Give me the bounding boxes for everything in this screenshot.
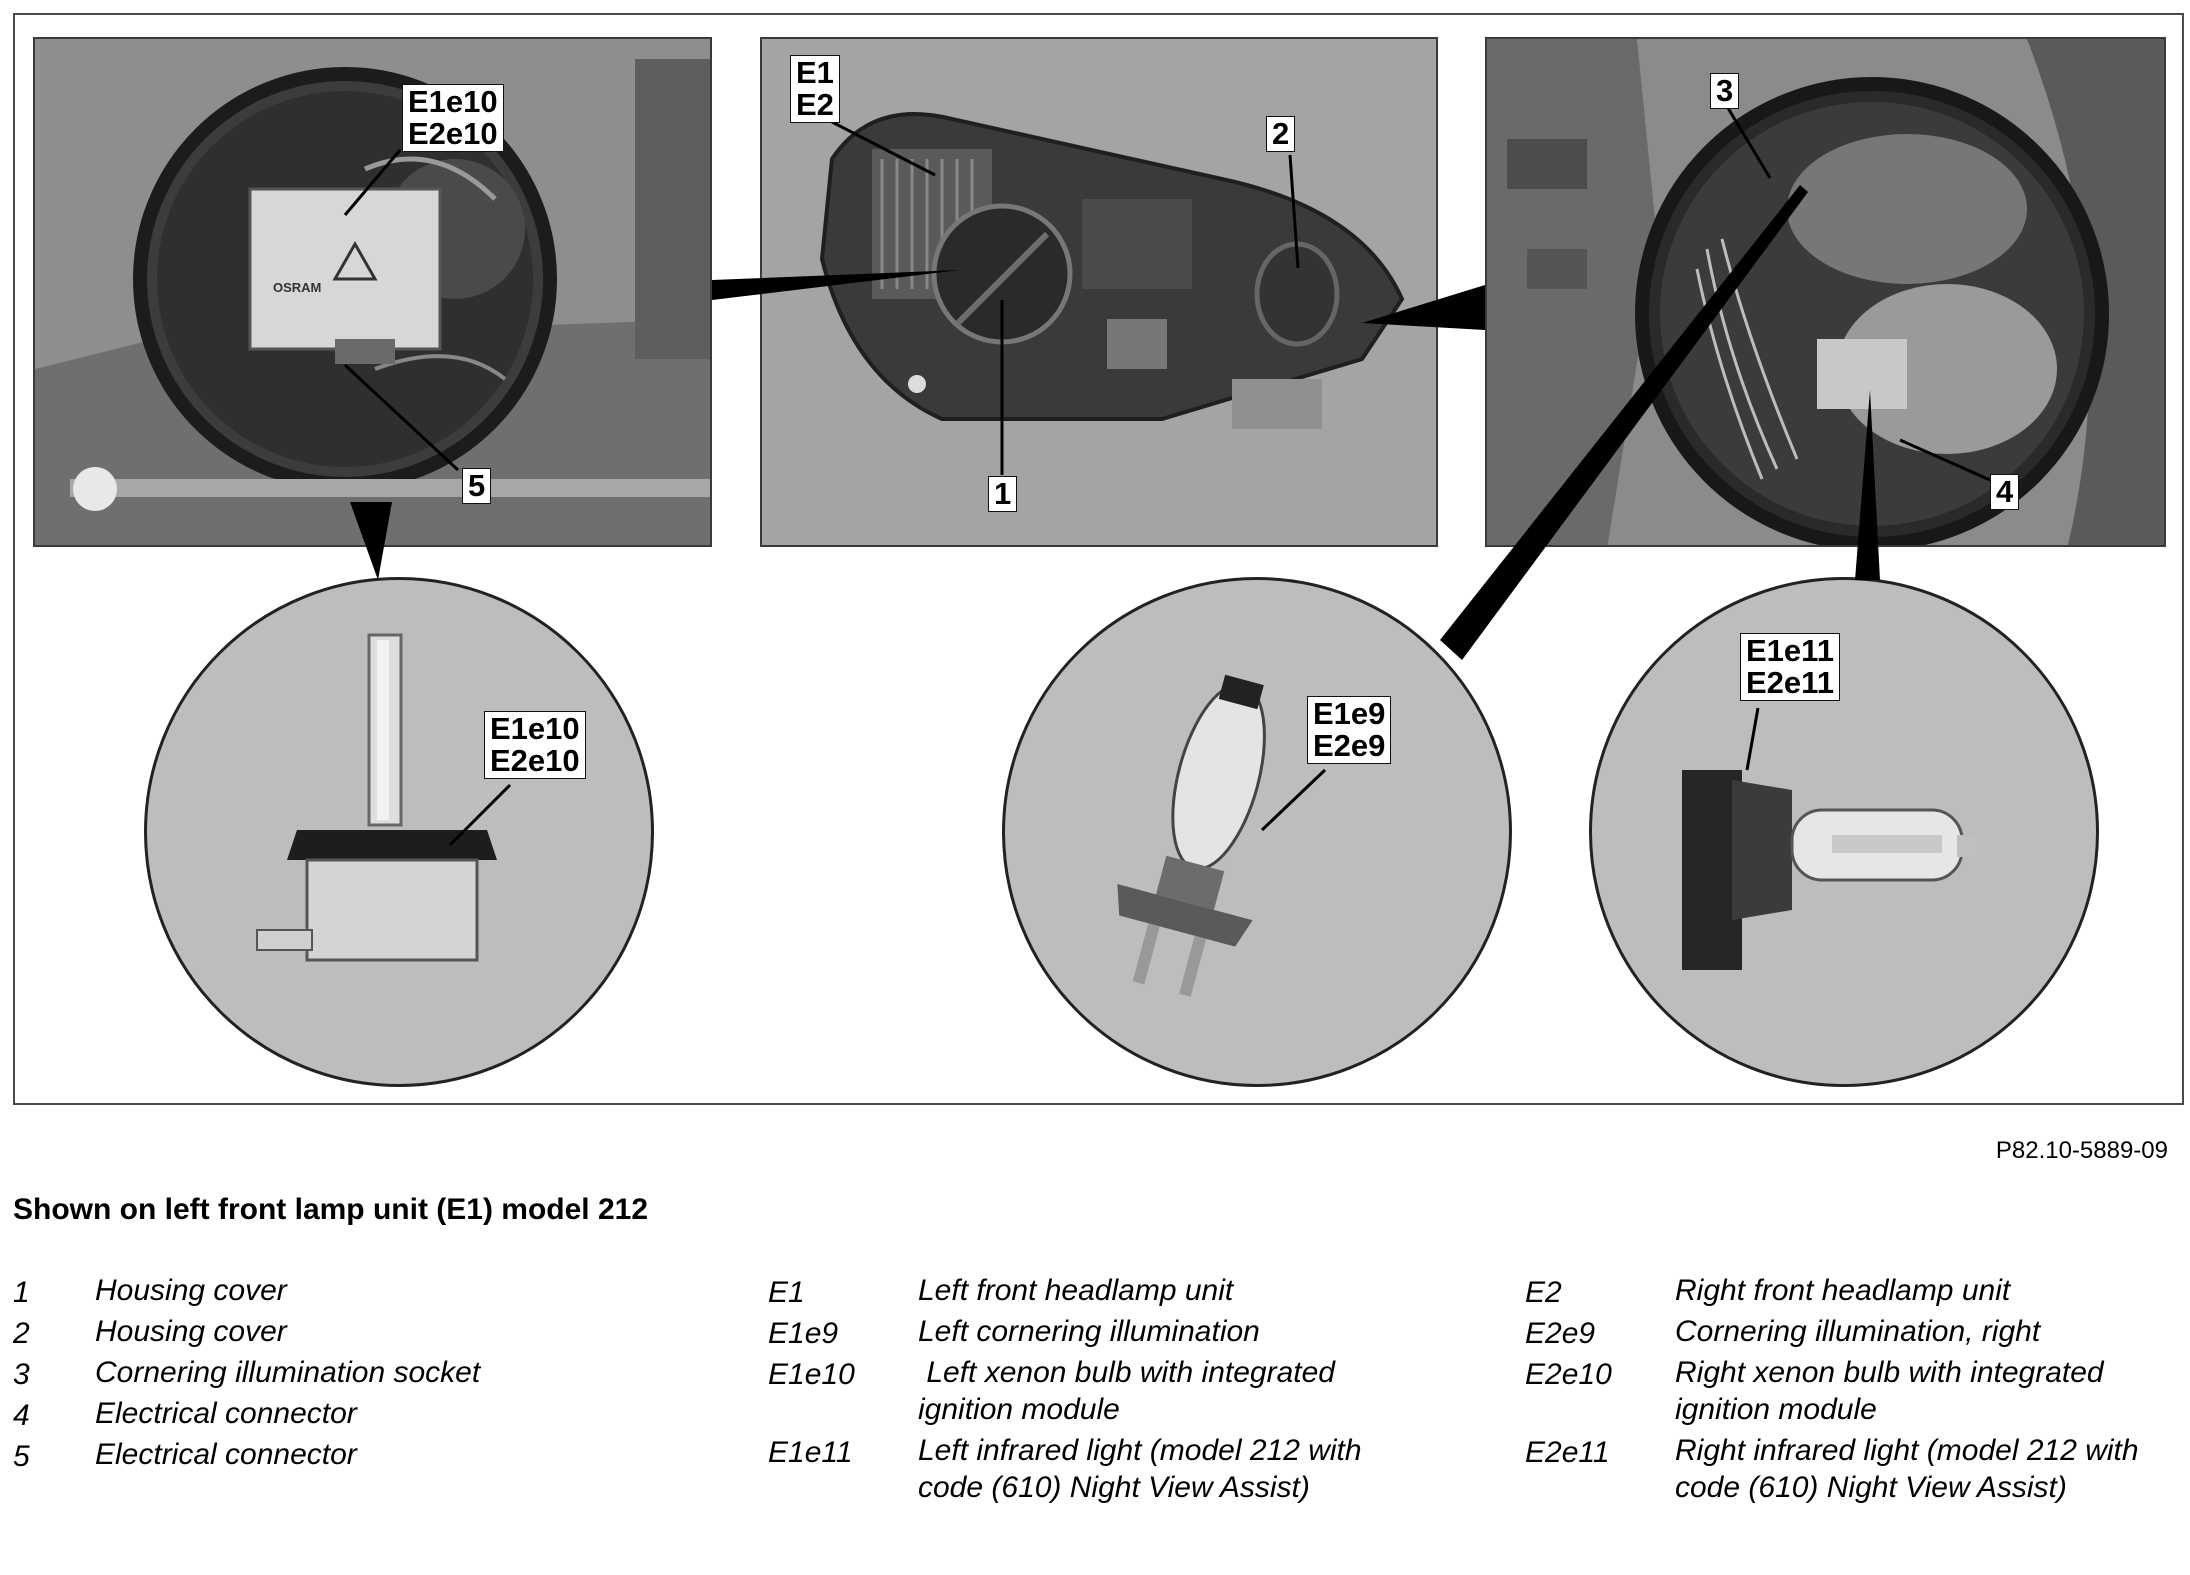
legend-key: 3 (13, 1358, 30, 1391)
legend-row: E2 Right front headlamp unit (1525, 1272, 2185, 1313)
legend-column-left-unit: E1 Left front headlamp unit E1e9 Left corn… (768, 1272, 1428, 1510)
callout-3: 3 (1710, 73, 1740, 109)
callout-4: 4 (1990, 474, 2020, 510)
detail-circle-cornering-bulb (1002, 577, 1512, 1087)
legend-key: E2e9 (1525, 1317, 1596, 1350)
legend-row: E1 Left front headlamp unit (768, 1272, 1428, 1313)
legend-text: Right infrared light (model 212 with cod… (1675, 1434, 2139, 1504)
legend-row: 3 Cornering illumination socket (13, 1354, 673, 1395)
legend-key: 5 (13, 1440, 30, 1473)
legend-key: E1e9 (768, 1317, 839, 1350)
legend-key: E2e10 (1525, 1358, 1612, 1391)
callout-e1e10-e2e10-circle: E1e10 E2e10 (484, 711, 586, 779)
legend-text: Electrical connector (95, 1438, 357, 1471)
callout-e1e10-e2e10-photo: E1e10 E2e10 (402, 84, 504, 152)
legend-text: Right xenon bulb with integrated ignitio… (1675, 1356, 2104, 1426)
legend-key: E1 (768, 1276, 805, 1309)
photo-center-headlamp (760, 37, 1438, 547)
legend-row: E1e10 Left xenon bulb with integrated ig… (768, 1354, 1428, 1432)
callout-2: 2 (1266, 116, 1296, 152)
legend-key: E2 (1525, 1276, 1562, 1309)
figure-reference: P82.10-5889-09 (1995, 1137, 2168, 1164)
photo-right-cornering-socket (1485, 37, 2166, 547)
legend-text: Right front headlamp unit (1675, 1274, 2011, 1307)
callout-5: 5 (462, 468, 492, 504)
legend-text: Left front headlamp unit (918, 1274, 1234, 1307)
legend-title: Shown on left front lamp unit (E1) model… (13, 1193, 649, 1226)
photo-left-xenon-housing: OSRAM (33, 37, 712, 547)
legend-row: E1e11 Left infrared light (model 212 with… (768, 1432, 1428, 1510)
legend-text: Cornering illumination socket (95, 1356, 481, 1389)
legend-row: 5 Electrical connector (13, 1436, 673, 1477)
legend-row: 4 Electrical connector (13, 1395, 673, 1436)
legend-text: Left cornering illumination (918, 1315, 1260, 1348)
legend-key: E1e10 (768, 1358, 855, 1391)
callout-e1-e2: E1 E2 (790, 55, 840, 123)
legend-text: Housing cover (95, 1274, 287, 1307)
legend-text: Cornering illumination, right (1675, 1315, 2041, 1348)
legend-row: E1e9 Left cornering illumination (768, 1313, 1428, 1354)
legend-key: E2e11 (1525, 1436, 1610, 1469)
legend-text: Left xenon bulb with integrated ignition… (918, 1356, 1344, 1426)
callout-e1e9-e2e9: E1e9 E2e9 (1307, 696, 1392, 764)
legend-row: E2e9 Cornering illumination, right (1525, 1313, 2185, 1354)
legend-row: E2e10 Right xenon bulb with integrated ig… (1525, 1354, 2185, 1432)
callout-e1e11-e2e11: E1e11 E2e11 (1740, 633, 1840, 701)
legend-text: Electrical connector (95, 1397, 357, 1430)
osram-label: OSRAM (273, 280, 321, 295)
legend-text: Left infrared light (model 212 with code… (918, 1434, 1362, 1504)
callout-1: 1 (988, 476, 1018, 512)
detail-circle-infrared-bulb (1589, 577, 2099, 1087)
detail-circle-xenon-bulb (144, 577, 654, 1087)
legend-row: 2 Housing cover (13, 1313, 673, 1354)
legend-key: 4 (13, 1399, 30, 1432)
legend-row: E2e11 Right infrared light (model 212 wit… (1525, 1432, 2185, 1510)
legend-key: 2 (13, 1317, 30, 1350)
legend-row: 1 Housing cover (13, 1272, 673, 1313)
legend-column-right-unit: E2 Right front headlamp unit E2e9 Cornerin… (1525, 1272, 2185, 1510)
legend-key: E1e11 (768, 1436, 853, 1469)
legend-key: 1 (13, 1276, 30, 1309)
legend-text: Housing cover (95, 1315, 287, 1348)
